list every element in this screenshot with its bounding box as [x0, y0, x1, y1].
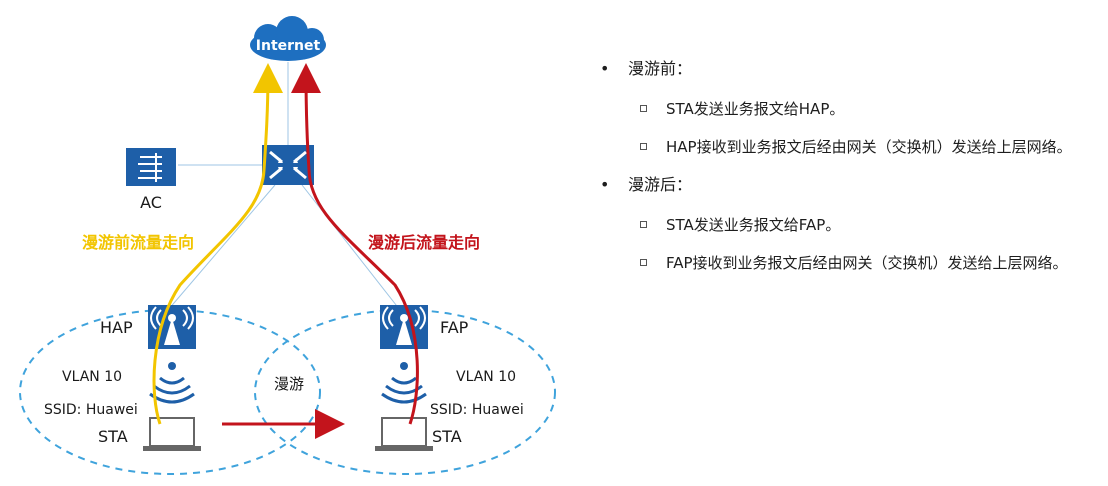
fap-label: FAP — [440, 318, 469, 337]
before-flow-label: 漫游前流量走向 — [82, 233, 194, 252]
sub-bullet-text: FAP接收到业务报文后经由网关（交换机）发送给上层网络。 — [666, 254, 1068, 272]
vlan-left-label: VLAN 10 — [62, 369, 122, 385]
square-bullet-icon — [640, 143, 647, 150]
square-bullet-icon — [640, 259, 647, 266]
hap-ap-icon — [148, 305, 196, 349]
wifi-signal-icon — [149, 362, 195, 404]
sub-bullet-text: STA发送业务报文给HAP。 — [666, 100, 845, 118]
hap-label: HAP — [100, 318, 133, 337]
ac-label: AC — [140, 193, 162, 212]
sta-left-label: STA — [98, 427, 128, 446]
bullet-title: 漫游前： — [628, 59, 693, 78]
square-bullet-icon — [640, 105, 647, 112]
vlan-right-label: VLAN 10 — [456, 369, 516, 385]
internet-label: Internet — [256, 38, 321, 54]
sub-bullet-text: STA发送业务报文给FAP。 — [666, 216, 841, 234]
switch-icon — [262, 145, 314, 185]
fap-ap-icon — [380, 305, 428, 349]
after-flow-label: 漫游后流量走向 — [368, 233, 480, 252]
after-roaming-flow-path — [291, 63, 419, 425]
laptop-icon — [375, 417, 433, 451]
sub-bullet: HAP接收到业务报文后经由网关（交换机）发送给上层网络。 — [596, 134, 1096, 160]
bullet-dot-icon: • — [600, 59, 610, 78]
bullet-before-roaming: • 漫游前： — [596, 56, 1096, 82]
before-roaming-flow-path — [152, 63, 283, 425]
fap-coverage-cell — [254, 309, 556, 475]
link-lines — [167, 62, 401, 311]
wifi-signal-icon — [381, 362, 427, 404]
roaming-label: 漫游 — [274, 375, 304, 393]
sub-bullet: FAP接收到业务报文后经由网关（交换机）发送给上层网络。 — [596, 250, 1096, 276]
bullet-after-roaming: • 漫游后： — [596, 172, 1096, 198]
bullet-title: 漫游后： — [628, 175, 693, 194]
sub-bullet: STA发送业务报文给HAP。 — [596, 96, 1096, 122]
description-list: • 漫游前： STA发送业务报文给HAP。 HAP接收到业务报文后经由网关（交换… — [596, 56, 1096, 288]
sta-right-label: STA — [432, 427, 462, 446]
ssid-left-label: SSID: Huawei — [44, 402, 138, 418]
ssid-right-label: SSID: Huawei — [430, 402, 524, 418]
bullet-dot-icon: • — [600, 175, 610, 194]
sub-bullet-text: HAP接收到业务报文后经由网关（交换机）发送给上层网络。 — [666, 138, 1072, 156]
network-diagram: Internet AC HAP FAP — [19, 16, 556, 475]
internet-cloud-icon: Internet — [250, 16, 326, 61]
hap-coverage-cell — [19, 309, 321, 475]
ac-icon — [126, 148, 176, 186]
laptop-icon — [143, 417, 201, 451]
square-bullet-icon — [640, 221, 647, 228]
sub-bullet: STA发送业务报文给FAP。 — [596, 212, 1096, 238]
